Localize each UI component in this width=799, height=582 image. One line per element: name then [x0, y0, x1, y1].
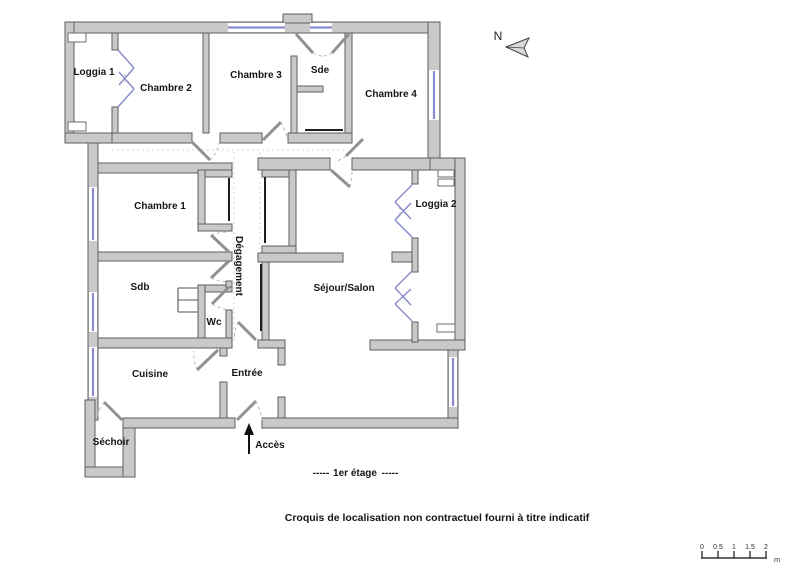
room-label-entree: Entrée: [231, 368, 263, 379]
floor-dashes-right: -----: [382, 468, 399, 479]
french-door-loggia1: [117, 49, 135, 108]
room-label-cuisine: Cuisine: [132, 369, 169, 380]
room-label-chambre-2: Chambre 2: [140, 83, 192, 94]
loggia2-vent: [437, 169, 455, 178]
room-label-degagement: Dégagement: [233, 236, 244, 297]
sdb-sink: [177, 287, 198, 313]
scale-tick-label: 0.5: [713, 544, 723, 551]
compass-north-label: N: [494, 29, 503, 43]
doors: [96, 32, 365, 422]
door-wc: [210, 285, 231, 311]
scale-tick-label: 1.5: [745, 544, 755, 551]
floor-label-text: 1er étage: [333, 468, 377, 479]
door-sde-left: [294, 32, 323, 57]
compass: N: [494, 29, 531, 58]
door-chambre2: [190, 140, 220, 162]
room-label-chambre-3: Chambre 3: [230, 70, 282, 81]
door-chambre4: [334, 137, 365, 163]
room-label-chambre-1: Chambre 1: [134, 201, 186, 212]
room-label-wc: Wc: [207, 317, 222, 328]
floor-title: ----- 1er étage -----: [313, 468, 399, 479]
fixtures: [67, 32, 456, 333]
door-chambre3: [261, 120, 288, 142]
french-doors: [117, 49, 413, 322]
room-label-loggia-2: Loggia 2: [415, 199, 457, 210]
door-sechoir: [96, 400, 124, 422]
french-door-loggia2-upper: [394, 184, 413, 238]
room-label-loggia-1: Loggia 1: [73, 67, 115, 78]
caption: Croquis de localisation non contractuel …: [285, 512, 590, 524]
room-label-sdb: Sdb: [131, 282, 150, 293]
loggia2-vent: [436, 323, 456, 333]
scale-tick-label: 2: [764, 544, 768, 551]
windows: [89, 23, 457, 407]
scale-bar: 0 0.5 1 1.5 2 m: [700, 544, 780, 564]
door-chambre1: [209, 231, 231, 254]
french-door-loggia2-lower: [394, 270, 413, 322]
loggia2-vent: [437, 178, 455, 187]
access-arrowhead-icon: [244, 423, 254, 435]
door-acces: [235, 399, 263, 422]
door-entree-corridor: [233, 320, 258, 342]
access-label: Accès: [255, 440, 285, 451]
door-sejour: [329, 168, 353, 189]
scale-tick-label: 1: [732, 544, 736, 551]
room-label-sde: Sde: [311, 65, 330, 76]
loggia1-vent: [67, 121, 87, 132]
walls: [64, 13, 466, 478]
scale-unit-label: m: [774, 555, 780, 564]
door-sde-right: [321, 32, 351, 57]
loggia1-vent: [67, 32, 87, 43]
scale-tick-label: 0: [700, 544, 704, 551]
door-sdb: [209, 259, 231, 283]
door-cuisine: [193, 348, 220, 372]
room-label-chambre-4: Chambre 4: [365, 89, 417, 100]
room-labels: Loggia 1 Chambre 2 Chambre 3 Sde Chambre…: [73, 65, 457, 448]
compass-arrow-fold: [505, 46, 525, 49]
access-marker: Accès: [244, 423, 285, 454]
room-label-sechoir: Séchoir: [93, 437, 130, 448]
room-label-sejour-salon: Séjour/Salon: [313, 283, 374, 294]
floor-dashes-left: -----: [313, 468, 330, 479]
